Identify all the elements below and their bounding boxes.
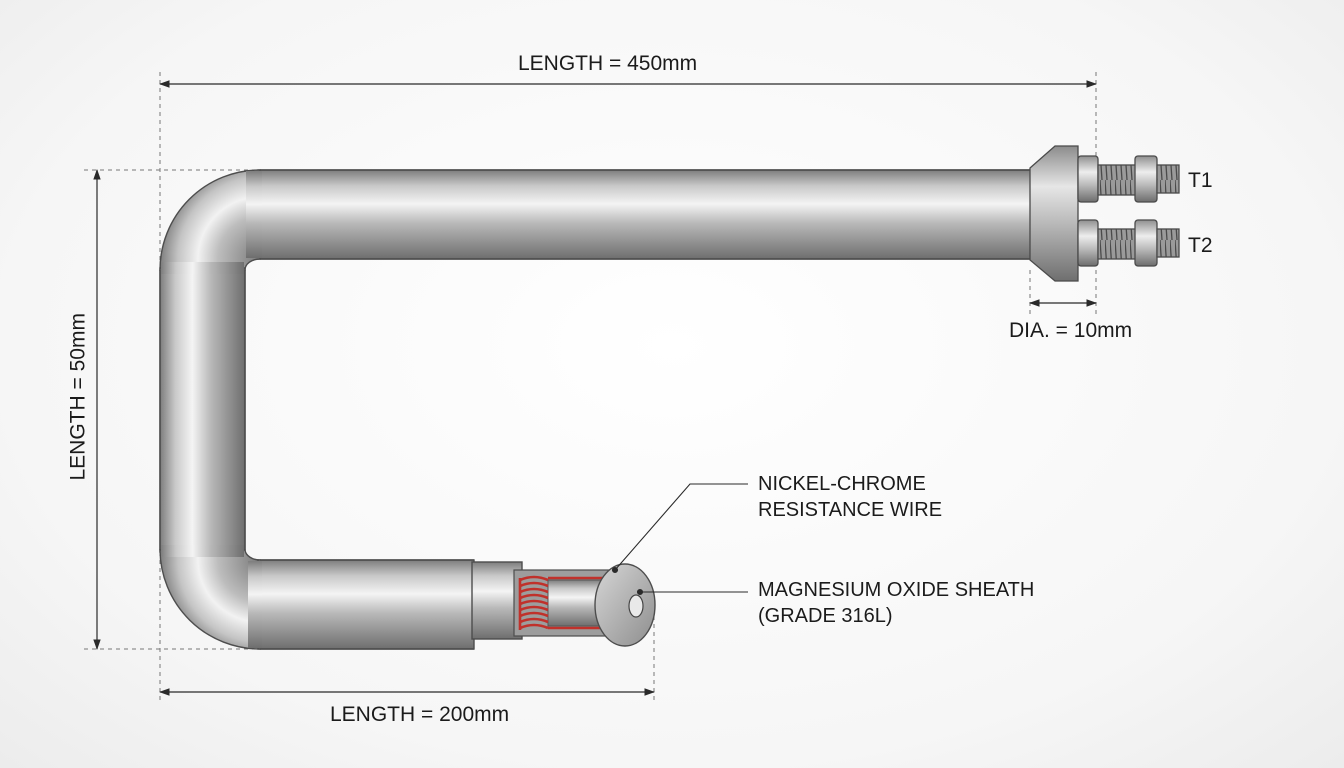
sheath-callout-line1: MAGNESIUM OXIDE SHEATH [758, 579, 1035, 601]
bottom-length-label: LENGTH = 200mm [330, 703, 510, 726]
terminal-t1-hardware [1077, 155, 1180, 203]
dimension-lines [93, 80, 1098, 696]
tube-vertical [159, 267, 246, 553]
tube-top-straight [257, 169, 1035, 260]
tube-bottom-bend [159, 549, 261, 650]
terminal-t2-label: T2 [1188, 234, 1213, 257]
cutaway-section [471, 561, 656, 647]
terminal-t1-label: T1 [1188, 169, 1213, 192]
sheath-callout-line2: (GRADE 316L) [758, 605, 893, 627]
terminal-t2-hardware [1077, 219, 1180, 267]
side-length-label: LENGTH = 50mm [66, 313, 90, 481]
tube-end-hole [628, 594, 644, 618]
heating-tube [159, 169, 1035, 650]
wire-leader [614, 483, 748, 571]
flange-collar [1029, 145, 1079, 282]
wire-callout-line1: NICKEL-CHROME [758, 473, 926, 495]
tube-top-bend [159, 169, 261, 271]
wire-callout: NICKEL-CHROME RESISTANCE WIRE [758, 471, 942, 523]
terminal-assembly [1029, 145, 1180, 282]
leader-lines [611, 483, 748, 596]
wire-callout-line2: RESISTANCE WIRE [758, 499, 943, 521]
top-length-label: LENGTH = 450mm [518, 52, 698, 75]
sheath-callout: MAGNESIUM OXIDE SHEATH (GRADE 316L) [758, 577, 1034, 629]
diameter-label: DIA. = 10mm [1009, 319, 1133, 342]
tube-end-cap [594, 563, 656, 647]
tube-bottom-straight [257, 559, 475, 650]
resistance-coil [518, 575, 608, 630]
